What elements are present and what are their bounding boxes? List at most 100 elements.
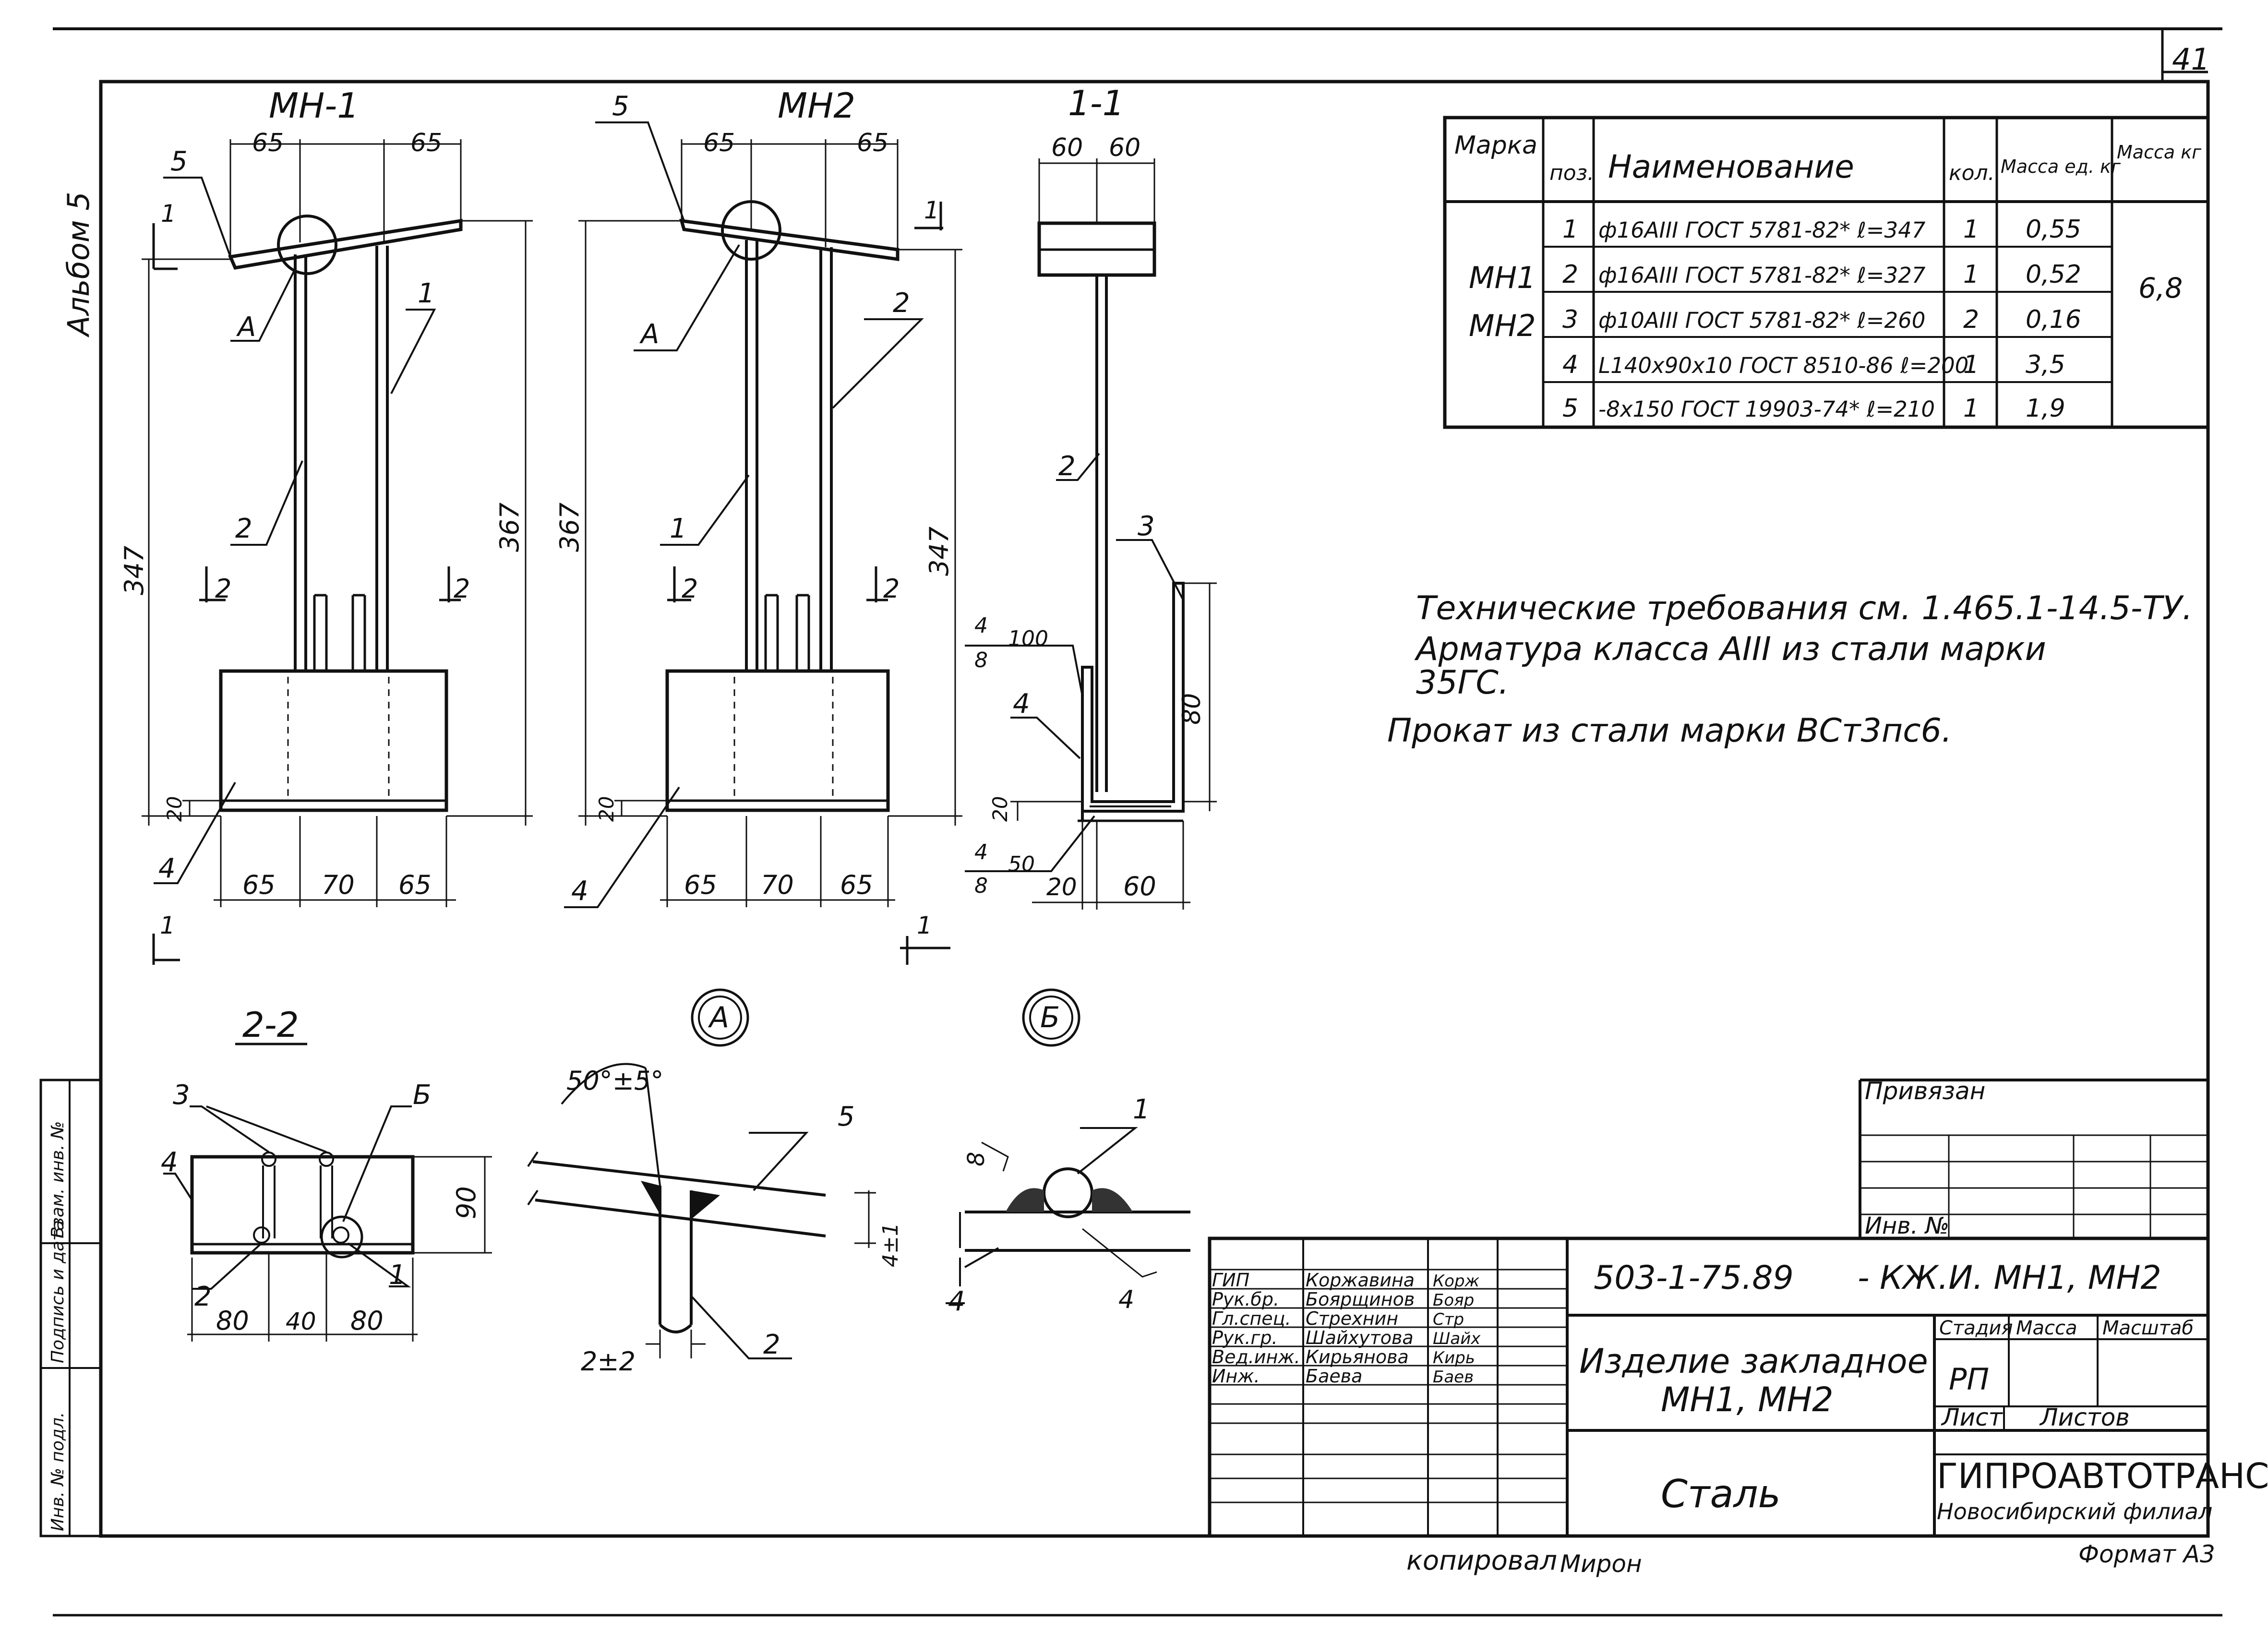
sec11-dim-80: 80 (1177, 693, 1206, 725)
spec-cell-mass: 3,5 (2026, 350, 2065, 379)
mn2-callout-1: 1 (670, 513, 687, 544)
sec22-callout-b: Б (413, 1080, 431, 1111)
staff-role: Рук.гр. (1212, 1327, 1278, 1348)
spec-cell-mass: 1,9 (2026, 394, 2065, 423)
sheet-frame (53, 27, 2222, 1617)
mn2-callout-4: 4 (571, 876, 588, 907)
staff-role: Инж. (1212, 1366, 1260, 1387)
title-stage-label: Стадия (1939, 1317, 2013, 1339)
sec11-callout-3: 3 (1138, 511, 1155, 542)
staff-name: Боярщинов (1306, 1289, 1415, 1310)
spec-header-unit-mass: Масса ед. кг (2001, 156, 2121, 177)
copied-signature: Мирон (1560, 1550, 1642, 1578)
title-sheet-label: Лист (1941, 1404, 2004, 1431)
spec-cell-name: -8х150 ГОСТ 19903-74* ℓ=210 (1598, 396, 1935, 422)
spec-row: 1 ф16АIII ГОСТ 5781-82* ℓ=347 1 0,55 (1562, 215, 2081, 244)
staff-signature: Кирь (1433, 1348, 1475, 1368)
view-mn2-title: МН2 (778, 85, 855, 126)
detail-a-gap: 2±2 (581, 1346, 636, 1377)
staff-signature: Корж (1433, 1272, 1480, 1291)
detail-b-weld-4: 4 (1118, 1285, 1134, 1314)
view-mn1-title: МН-1 (269, 85, 359, 126)
note-line-3: 35ГС. (1416, 664, 1509, 702)
mn2-cut-1-top: 1 (924, 196, 939, 224)
detail-b-dim-8: 8 (963, 1152, 990, 1166)
side-stamp-repl: Взам. инв. № (48, 1121, 68, 1238)
mn1-dim-65-b1: 65 (242, 870, 276, 900)
mn1-dim-20: 20 (163, 796, 186, 822)
staff-name: Коржавина (1306, 1270, 1415, 1291)
staff-name: Баева (1306, 1366, 1362, 1387)
mn1-dim-65-b2: 65 (398, 870, 432, 900)
mn1-cut-1-top: 1 (161, 200, 176, 228)
title-stage-value: РП (1949, 1362, 1989, 1397)
spec-cell-qty: 1 (1963, 394, 1979, 423)
mn2-dim-70-b: 70 (761, 870, 794, 900)
note-line-1: Технические требования см. 1.465.1-14.5-… (1416, 589, 2193, 627)
detail-a-label: А (708, 1001, 729, 1034)
staff-role: Рук.бр. (1212, 1289, 1279, 1310)
sec11-callout-2: 2 (1058, 451, 1076, 482)
sec22-callout-3: 3 (173, 1080, 190, 1111)
sec11-dim-20-left: 20 (988, 796, 1012, 822)
title-sheets-label: Листов (2039, 1404, 2130, 1431)
spec-mark-mn2: МН2 (1469, 308, 1536, 343)
mn1-dim-347: 347 (119, 546, 149, 595)
view-mn1 (142, 139, 533, 965)
detail-a-angle: 50°±5° (566, 1066, 663, 1096)
mn2-callout-a: А (639, 319, 659, 350)
detail-a-callout-5: 5 (838, 1101, 855, 1132)
mn2-dim-20: 20 (595, 796, 618, 822)
staff-signature: Бояр (1433, 1291, 1474, 1310)
detail-a-tol: 4±1 (878, 1223, 903, 1267)
staff-name: Шайхутова (1306, 1327, 1414, 1348)
sec22-dim-90: 90 (451, 1186, 481, 1219)
sec11-callout-4: 4 (1013, 688, 1030, 720)
view-mn2 (564, 121, 962, 965)
mn2-dim-367: 367 (554, 503, 585, 552)
staff-row: Инж. Баева Баев (1212, 1366, 1474, 1387)
sec22-dim-40: 40 (286, 1308, 316, 1335)
staff-row: Рук.бр. Боярщинов Бояр (1212, 1289, 1474, 1310)
mn2-callout-5: 5 (612, 91, 629, 122)
section-22 (163, 1043, 492, 1342)
note-line-4: Прокат из стали марки ВСт3пс6. (1387, 712, 1952, 750)
spec-cell-mass: 0,16 (2026, 305, 2081, 334)
spec-cell-pos: 1 (1562, 215, 1578, 244)
staff-signature: Баев (1433, 1368, 1474, 1387)
spec-header-mass: Масса кг (2117, 142, 2202, 163)
staff-role: Гл.спец. (1212, 1308, 1291, 1329)
spec-cell-pos: 4 (1562, 350, 1578, 379)
spec-header-name: Наименование (1608, 148, 1854, 185)
title-org-line2: Новосибирский филиал (1937, 1499, 2212, 1524)
title-block (1208, 1236, 2210, 1538)
binding-privyazan: Привязан (1865, 1077, 1985, 1105)
mn1-cut-2-right: 2 (454, 574, 470, 604)
mn2-dim-65-b2: 65 (840, 870, 873, 900)
side-stamp (39, 1079, 102, 1537)
spec-row: 3 ф10АIII ГОСТ 5781-82* ℓ=260 2 0,16 (1562, 305, 2081, 334)
detail-b (946, 988, 1190, 1304)
title-org-line1: ГИПРОАВТОТРАНС (1937, 1456, 2268, 1496)
title-mass-label: Масса (2016, 1317, 2077, 1339)
spec-header-pos: поз. (1549, 161, 1594, 185)
section-11 (965, 158, 1217, 910)
title-material: Сталь (1661, 1472, 1781, 1516)
staff-row: Гл.спец. Стрехнин Стр (1212, 1308, 1464, 1329)
spec-row: 2 ф16АIII ГОСТ 5781-82* ℓ=327 1 0,52 (1562, 260, 2081, 289)
mn1-dim-70-b: 70 (322, 870, 355, 900)
binding-block (1859, 1079, 2208, 1238)
detail-a (527, 988, 876, 1359)
spec-cell-name: ф16АIII ГОСТ 5781-82* ℓ=347 (1598, 217, 1926, 243)
detail-b-callout-4: 4 (948, 1286, 965, 1317)
sec11-weld100-bottom: 8 (974, 648, 988, 672)
sec11-weld100-len: 100 (1008, 626, 1048, 651)
mn2-cut-2-left: 2 (682, 574, 698, 604)
spec-cell-name: ф10АIII ГОСТ 5781-82* ℓ=260 (1598, 308, 1925, 333)
mn1-callout-a: А (236, 312, 256, 343)
sec11-weld50-top: 4 (974, 840, 988, 864)
sec11-weld50-bottom: 8 (974, 874, 988, 898)
binding-inv-no: Инв. № (1865, 1212, 1949, 1239)
mn1-dim-65-right: 65 (410, 129, 442, 157)
mn1-cut-1-bottom: 1 (160, 912, 175, 939)
